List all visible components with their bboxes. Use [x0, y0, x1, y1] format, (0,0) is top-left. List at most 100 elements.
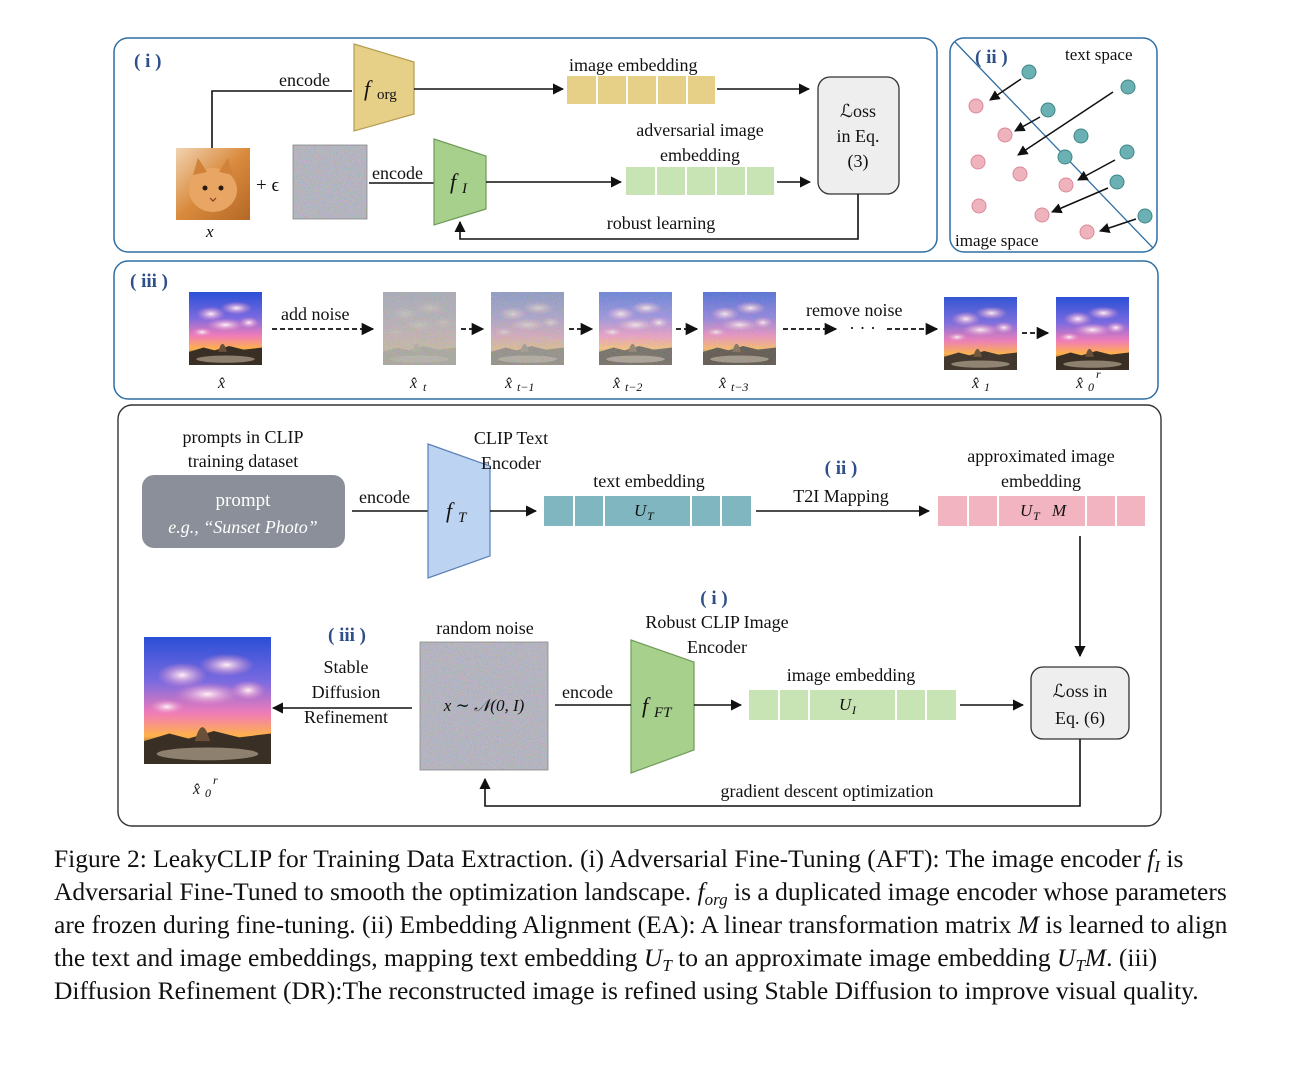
image-embedding-label: image embedding: [569, 55, 697, 75]
caption-part-1: Figure 2: LeakyCLIP for Training Data Ex…: [54, 844, 1148, 873]
robust-learning-arrow: [454, 194, 859, 240]
robust-learning-label: robust learning: [607, 213, 715, 233]
encode-image-label: encode: [562, 682, 613, 702]
image-x-t1: [491, 292, 564, 365]
image-x-hat: [189, 292, 262, 365]
clip-text-line2: Encoder: [481, 453, 541, 473]
panel-ii: ( ii ) text space image space: [949, 37, 1158, 253]
encode-text-label: encode: [359, 487, 410, 507]
label-x-t1: x̂: [504, 375, 512, 392]
prompt-box: [142, 475, 345, 548]
label-x-t1-sub: t−1: [517, 380, 534, 394]
f-org-encoder: [353, 43, 415, 132]
encode-bottom-label: encode: [372, 163, 423, 183]
add-noise-label: add noise: [281, 304, 349, 324]
noise-image-i: [292, 144, 368, 220]
image-embedding-dot: [968, 98, 984, 114]
encode-top-label: encode: [279, 70, 330, 90]
image-x-t3: [703, 292, 776, 365]
random-noise-image: [419, 641, 549, 771]
image-x-t: [383, 292, 456, 365]
u-i-base: U: [839, 695, 853, 714]
f-i-base: f: [450, 169, 459, 194]
gradient-descent-label: gradient descent optimization: [721, 781, 934, 801]
text-embedding-dot: [1120, 79, 1136, 95]
image-embedding-label-main: image embedding: [787, 665, 915, 685]
image-embedding-bar-main: [749, 690, 956, 720]
image-space-label: image space: [955, 231, 1039, 250]
t2i-mapping-label: T2I Mapping: [793, 486, 888, 506]
caption-part-3: is a duplicated image encoder whose para…: [54, 877, 1227, 939]
panel-iii-tag: ( iii ): [130, 271, 168, 292]
image-embedding-dot: [1034, 207, 1050, 223]
clip-text-line1: CLIP Text: [474, 428, 548, 448]
prompts-line2: training dataset: [188, 451, 298, 471]
main-pipeline: prompts in CLIP training dataset prompt …: [117, 404, 1162, 827]
approx-line1: approximated image: [967, 446, 1114, 466]
loss-eq3-line3: (3): [848, 151, 869, 172]
label-x-1-sub: 1: [984, 380, 990, 394]
robust-line1: Robust CLIP Image: [645, 612, 788, 632]
noise-formula: x ∼ 𝒩(0, I): [443, 696, 525, 715]
alignment-arrow: [1099, 218, 1137, 233]
prompt-example: e.g., “Sunset Photo”: [168, 517, 318, 537]
f-ft-sub: FT: [653, 705, 673, 721]
tag-i-main: ( i ): [700, 588, 727, 609]
f-t-sub: T: [458, 510, 468, 526]
f-t-encoder: [427, 443, 491, 579]
text-embedding-dot: [1021, 64, 1037, 80]
f-ft-encoder: [630, 639, 695, 774]
image-x-1: [944, 297, 1017, 370]
main-frame: [117, 404, 1162, 827]
robust-line2: Encoder: [687, 637, 747, 657]
utm-m: M: [1051, 501, 1067, 520]
image-x-t2: [599, 292, 672, 365]
panel-iii: ( iii ) x̂ add noise x̂ t x̂ t−1 x̂ t−2: [113, 260, 1159, 400]
label-x-hat: x̂: [217, 375, 225, 392]
figure-caption: Figure 2: LeakyCLIP for Training Data Ex…: [54, 842, 1244, 1007]
text-embedding-label: text embedding: [593, 471, 704, 491]
utm-sub: T: [1033, 509, 1041, 523]
panel-i-frame: [113, 37, 938, 253]
panel-ii-tag: ( ii ): [975, 47, 1008, 68]
f-org-sub: org: [377, 87, 397, 103]
text-embedding-dot: [1057, 149, 1073, 165]
tag-iii-main: ( iii ): [328, 625, 366, 646]
loss-eq3-line1: ℒoss: [840, 101, 876, 121]
label-x-0-sub: 0: [1088, 380, 1094, 394]
x0-sup: r: [213, 773, 218, 787]
alignment-arrow: [1077, 159, 1116, 181]
u-t-sub: T: [647, 509, 655, 523]
loss-eq6-line1: ℒoss in: [1053, 681, 1107, 701]
caption-utm-base: U: [1057, 943, 1076, 972]
caption-ut-base: U: [643, 943, 663, 972]
caption-ut-sub: T: [662, 956, 672, 975]
prompts-line1: prompts in CLIP: [182, 427, 303, 447]
encode-line-top: [211, 90, 352, 148]
stable-line1: Stable: [324, 657, 369, 677]
label-x-t3-sub: t−3: [731, 380, 748, 394]
f-ft-base: f: [642, 693, 651, 718]
text-embedding-dot: [1040, 102, 1056, 118]
adv-embedding-bar: [626, 167, 774, 195]
caption-forg-sub: org: [704, 890, 728, 909]
image-x-0r: [1056, 297, 1129, 370]
text-embedding-bar: [544, 496, 751, 526]
label-x-t-sub: t: [423, 380, 427, 394]
loss-eq3-line2: in Eq.: [837, 126, 880, 146]
image-embedding-dot: [1058, 177, 1074, 193]
label-x-0-sup: r: [1096, 367, 1101, 381]
space-divider: [954, 41, 1154, 249]
prompt-title: prompt: [216, 490, 272, 511]
label-x-1: x̂: [971, 375, 979, 392]
image-embedding-dot: [1012, 166, 1028, 182]
refined-output-image: [144, 637, 271, 764]
f-i-encoder: [433, 138, 487, 226]
alignment-arrow: [989, 78, 1022, 101]
leakyclip-diagram: ( i ) x encode f org image embedding: [113, 37, 1162, 827]
plus-epsilon: + ϵ: [256, 175, 279, 196]
label-x-t2-sub: t−2: [625, 380, 642, 394]
caption-part-2: is Adversarial Fine-Tuned to smooth the …: [54, 844, 1184, 906]
alignment-arrow: [1017, 91, 1114, 156]
